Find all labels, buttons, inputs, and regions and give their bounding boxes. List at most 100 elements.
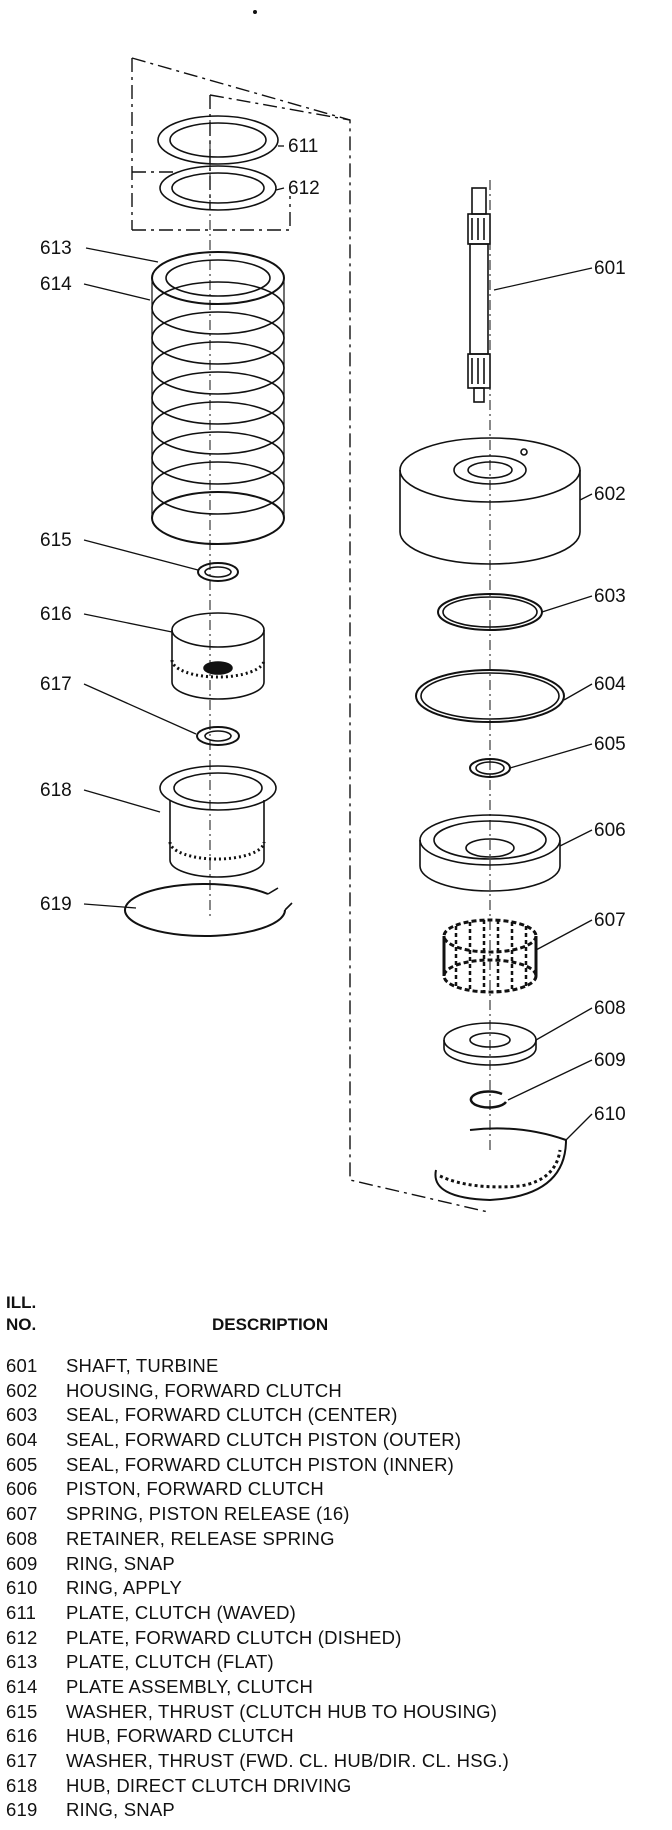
callout-619: 619 <box>40 894 72 915</box>
legend-row: 614 PLATE ASSEMBLY, CLUTCH <box>6 1675 666 1700</box>
legend-item-number: 603 <box>6 1404 38 1426</box>
legend-item-number: 615 <box>6 1700 38 1722</box>
legend-item-description: RING, SNAP <box>66 1799 175 1821</box>
callout-602: 602 <box>594 484 626 505</box>
legend-item-description: SEAL, FORWARD CLUTCH PISTON (INNER) <box>66 1453 455 1475</box>
legend-row: 605 SEAL, FORWARD CLUTCH PISTON (INNER) <box>6 1453 666 1478</box>
callout-611: 611 <box>288 136 318 157</box>
legend-item-description: RING, SNAP <box>66 1552 175 1574</box>
legend-item-description: SPRING, PISTON RELEASE (16) <box>66 1503 350 1525</box>
legend-item-description: PISTON, FORWARD CLUTCH <box>66 1478 324 1500</box>
legend-row: 612 PLATE, FORWARD CLUTCH (DISHED) <box>6 1626 666 1651</box>
assembly-boundary <box>131 57 489 1213</box>
stray-mark <box>253 10 258 15</box>
legend-row: 606 PISTON, FORWARD CLUTCH <box>6 1477 666 1502</box>
part-616-forward-clutch-hub <box>170 612 266 700</box>
callout-612: 612 <box>288 178 320 199</box>
legend-item-number: 610 <box>6 1577 38 1599</box>
legend-ill-label: ILL. <box>6 1293 37 1312</box>
callout-601: 601 <box>594 258 626 279</box>
legend-item-number: 607 <box>6 1503 38 1525</box>
callout-617: 617 <box>40 674 72 695</box>
legend-row: 611 PLATE, CLUTCH (WAVED) <box>6 1601 666 1626</box>
part-618-direct-clutch-driving-hub <box>159 765 277 878</box>
legend-header: ILL. NO. DESCRIPTION <box>6 1292 666 1354</box>
callout-608: 608 <box>594 998 626 1019</box>
callout-614: 614 <box>40 274 72 295</box>
callout-604: 604 <box>594 674 626 695</box>
legend-row: 617 WASHER, THRUST (FWD. CL. HUB/DIR. CL.… <box>6 1749 666 1774</box>
legend-item-number: 619 <box>6 1799 38 1821</box>
legend-item-description: HUB, FORWARD CLUTCH <box>66 1725 294 1747</box>
legend-item-description: HOUSING, FORWARD CLUTCH <box>66 1379 342 1401</box>
legend-row: 618 HUB, DIRECT CLUTCH DRIVING <box>6 1774 666 1799</box>
legend-item-number: 602 <box>6 1379 38 1401</box>
callout-609: 609 <box>594 1050 626 1071</box>
legend-no-label: NO. <box>6 1315 37 1334</box>
part-606-forward-clutch-piston <box>419 814 561 892</box>
callout-618: 618 <box>40 780 72 801</box>
part-610-apply-ring <box>434 1127 567 1202</box>
exploded-view-diagram: 601 602 603 604 605 606 607 608 609 610 … <box>40 10 626 1213</box>
part-604-outer-piston-seal <box>415 669 565 723</box>
callout-603: 603 <box>594 586 626 607</box>
legend-item-description: PLATE ASSEMBLY, CLUTCH <box>66 1675 314 1697</box>
legend-item-description: RING, APPLY <box>66 1577 182 1599</box>
legend-item-description: SEAL, FORWARD CLUTCH PISTON (OUTER) <box>66 1429 462 1451</box>
legend-item-number: 616 <box>6 1725 38 1747</box>
callout-615: 615 <box>40 530 72 551</box>
part-601-turbine-shaft <box>467 187 491 403</box>
legend-row: 602 HOUSING, FORWARD CLUTCH <box>6 1379 666 1404</box>
callout-607: 607 <box>594 910 626 931</box>
legend-row: 616 HUB, FORWARD CLUTCH <box>6 1724 666 1749</box>
legend-row: 603 SEAL, FORWARD CLUTCH (CENTER) <box>6 1403 666 1428</box>
part-615-thrust-washer <box>197 562 239 582</box>
legend-item-description: PLATE, CLUTCH (WAVED) <box>66 1601 296 1623</box>
legend-item-number: 618 <box>6 1774 38 1796</box>
legend-item-number: 606 <box>6 1478 38 1500</box>
callout-610: 610 <box>594 1104 626 1125</box>
legend-item-description: WASHER, THRUST (FWD. CL. HUB/DIR. CL. HS… <box>66 1750 510 1771</box>
legend-row: 613 PLATE, CLUTCH (FLAT) <box>6 1650 666 1675</box>
legend-item-description: HUB, DIRECT CLUTCH DRIVING <box>66 1774 352 1796</box>
legend-row: 610 RING, APPLY <box>6 1576 666 1601</box>
legend-row: 615 WASHER, THRUST (CLUTCH HUB TO HOUSING… <box>6 1700 666 1725</box>
part-609-snap-ring <box>469 1090 508 1109</box>
legend-row: 608 RETAINER, RELEASE SPRING <box>6 1527 666 1552</box>
callout-616: 616 <box>40 604 72 625</box>
legend-item-description: PLATE, FORWARD CLUTCH (DISHED) <box>66 1626 402 1648</box>
legend-item-description: WASHER, THRUST (CLUTCH HUB TO HOUSING) <box>66 1700 498 1722</box>
legend-row: 604 SEAL, FORWARD CLUTCH PISTON (OUTER) <box>6 1428 666 1453</box>
part-619-snap-ring <box>124 883 293 938</box>
part-613-614-clutch-stack <box>151 251 285 545</box>
legend-item-number: 614 <box>6 1675 38 1697</box>
legend-item-description: SHAFT, TURBINE <box>66 1355 219 1376</box>
legend-item-description: PLATE, CLUTCH (FLAT) <box>66 1651 274 1673</box>
callout-605: 605 <box>594 734 626 755</box>
legend-item-number: 604 <box>6 1429 38 1451</box>
leader-lines <box>83 145 593 1141</box>
callout-613: 613 <box>40 238 72 259</box>
part-602-forward-clutch-housing <box>399 437 581 565</box>
legend-item-number: 608 <box>6 1527 38 1549</box>
callout-labels: 601 602 603 604 605 606 607 608 609 610 … <box>40 136 626 1125</box>
legend-item-number: 612 <box>6 1626 38 1648</box>
legend-item-number: 611 <box>6 1601 37 1623</box>
part-607-piston-release-springs <box>442 918 538 994</box>
legend-item-number: 609 <box>6 1552 38 1574</box>
part-617-thrust-washer <box>196 726 240 746</box>
legend-item-description: SEAL, FORWARD CLUTCH (CENTER) <box>66 1404 398 1426</box>
legend-item-number: 605 <box>6 1453 38 1475</box>
legend-item-description: RETAINER, RELEASE SPRING <box>66 1527 335 1549</box>
legend-item-number: 613 <box>6 1651 38 1673</box>
legend-description-heading: DESCRIPTION <box>212 1315 329 1334</box>
part-612-dished-plate <box>159 165 277 211</box>
legend-ill-no-heading: ILL. NO. <box>6 1292 36 1336</box>
callout-606: 606 <box>594 820 626 841</box>
legend-row: 607 SPRING, PISTON RELEASE (16) <box>6 1502 666 1527</box>
legend-item-number: 617 <box>6 1750 38 1771</box>
legend-row: 609 RING, SNAP <box>6 1552 666 1577</box>
